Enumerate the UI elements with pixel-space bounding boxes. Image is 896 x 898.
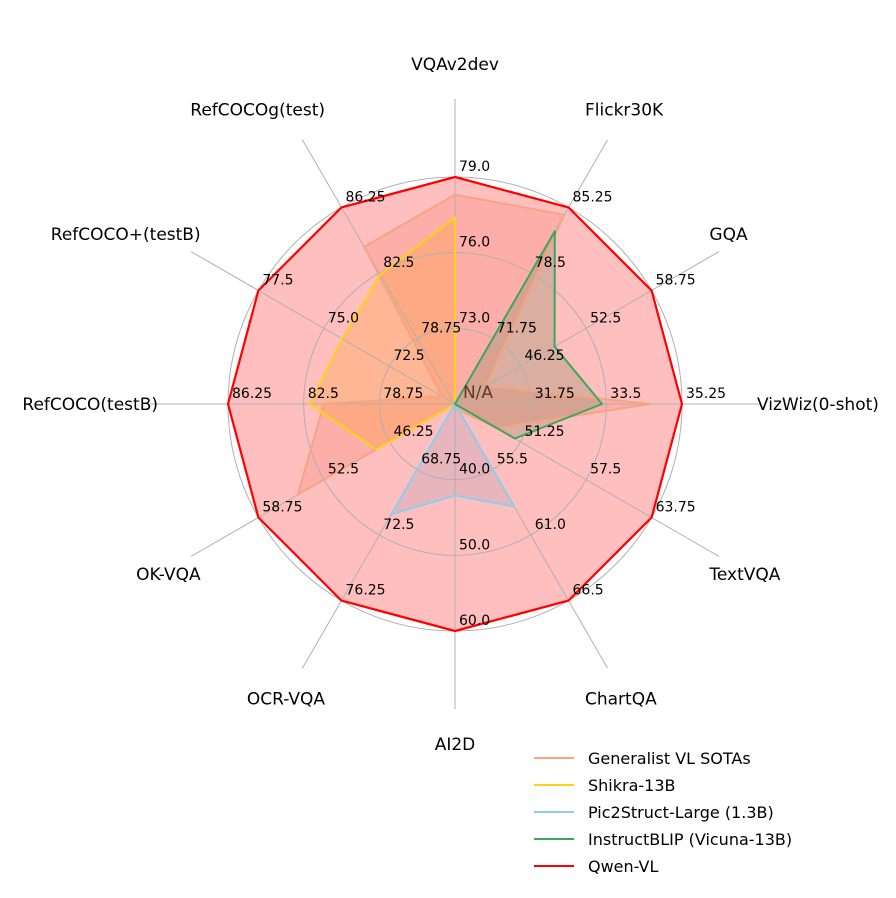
tick-label: 46.25: [394, 424, 434, 440]
axis-label: RefCOCO+(testB): [51, 225, 201, 245]
tick-label: 86.25: [232, 386, 272, 402]
axis-spoke: [302, 139, 456, 405]
tick-label: 58.75: [656, 273, 696, 289]
tick-label: 77.5: [262, 273, 293, 289]
tick-labels: 73.0 76.0 79.0 71.75 78.5 85.25 46.25 52.5 58.75…: [232, 159, 726, 629]
axis-label: AI2D: [435, 735, 476, 755]
tick-label: 79.0: [459, 159, 490, 175]
tick-label: 86.25: [346, 189, 386, 205]
tick-label: 66.5: [573, 583, 604, 599]
legend-label: Shikra-13B: [588, 776, 676, 795]
tick-label: 78.5: [535, 255, 566, 271]
tick-label: 82.5: [308, 386, 339, 402]
tick-label: 58.75: [262, 500, 302, 516]
series-outlines: [226, 175, 684, 633]
tick-label: 76.0: [459, 235, 490, 251]
legend-label: Qwen-VL: [588, 857, 658, 876]
tick-label: 76.25: [346, 583, 386, 599]
tick-label: 61.0: [535, 517, 566, 533]
axis-spoke: [190, 251, 456, 405]
legend-label: InstructBLIP (Vicuna-13B): [588, 830, 792, 849]
tick-label: 51.25: [525, 424, 565, 440]
tick-label: 57.5: [590, 462, 621, 478]
tick-label: 72.5: [383, 517, 414, 533]
tick-label: 71.75: [497, 321, 537, 337]
tick-label: 68.75: [421, 452, 461, 468]
axis-label: RefCOCO(testB): [22, 395, 158, 415]
axis-label: VizWiz(0-shot): [757, 395, 879, 415]
series-line-3: [454, 230, 603, 440]
axis-label: GQA: [709, 225, 748, 245]
tick-label: 78.75: [421, 321, 461, 337]
tick-label: 63.75: [656, 500, 696, 516]
tick-label: 50.0: [459, 537, 490, 553]
tick-label: 72.5: [394, 348, 425, 364]
axis-label: RefCOCOg(test): [190, 101, 325, 121]
legend-label: Generalist VL SOTAs: [588, 749, 751, 768]
axis-label: ChartQA: [585, 689, 657, 709]
axis-label: TextVQA: [708, 565, 780, 585]
tick-label: 35.25: [686, 386, 726, 402]
axis-spoke: [454, 251, 720, 405]
tick-label: 78.75: [383, 386, 423, 402]
axis-label: OK-VQA: [136, 565, 201, 585]
tick-label: 52.5: [328, 462, 359, 478]
tick-label: 33.5: [610, 386, 641, 402]
tick-label: 46.25: [525, 348, 565, 364]
center-label: N/A: [463, 383, 493, 403]
tick-label: 55.5: [497, 452, 528, 468]
tick-label: 52.5: [590, 310, 621, 326]
tick-label: 73.0: [459, 310, 490, 326]
tick-label: 60.0: [459, 613, 490, 629]
tick-label: 85.25: [573, 189, 613, 205]
tick-label: 31.75: [535, 386, 575, 402]
tick-label: 75.0: [328, 310, 359, 326]
axis-label: OCR-VQA: [247, 689, 326, 709]
series-line-2: [390, 403, 516, 516]
series-line-4: [226, 175, 684, 633]
series-fill-1: [309, 217, 455, 450]
tick-label: 82.5: [383, 255, 414, 271]
legend-label: Pic2Struct-Large (1.3B): [588, 803, 774, 822]
axis-label: Flickr30K: [585, 101, 664, 121]
tick-label: 40.0: [459, 462, 490, 478]
axis-label: VQAv2dev: [411, 55, 499, 75]
series-fill-2: [391, 404, 515, 515]
